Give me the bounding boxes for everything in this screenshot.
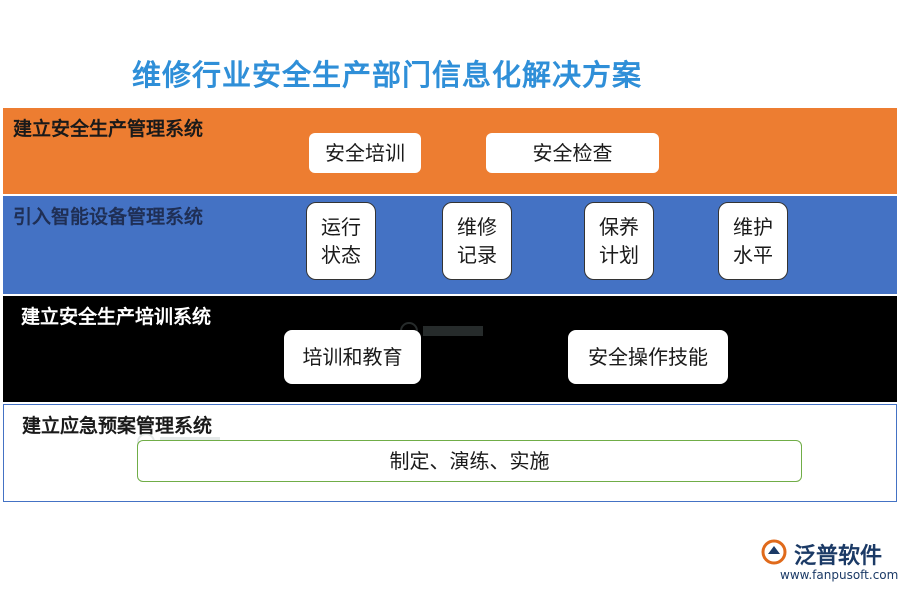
item-line: 维修 bbox=[457, 215, 497, 239]
section-label: 建立安全生产管理系统 bbox=[13, 118, 204, 140]
item-safety-training: 安全培训 bbox=[309, 133, 421, 173]
item-formulate-drill-implement: 制定、演练、实施 bbox=[137, 440, 802, 482]
item-safe-operation-skills: 安全操作技能 bbox=[568, 330, 728, 384]
section-label: 建立安全生产培训系统 bbox=[21, 306, 212, 328]
logo-name: 泛普软件 bbox=[794, 544, 883, 569]
item-maintenance-level: 维护水平 bbox=[718, 202, 788, 280]
item-line: 记录 bbox=[457, 243, 497, 267]
item-maintenance-plan: 保养计划 bbox=[584, 202, 654, 280]
item-training-and-education: 培训和教育 bbox=[284, 330, 421, 384]
item-line: 运行 bbox=[321, 215, 361, 239]
item-line: 计划 bbox=[599, 243, 639, 267]
company-logo: 泛普软件 www.fanpusoft.com bbox=[758, 538, 898, 588]
item-line: 维护 bbox=[733, 215, 773, 239]
section-emergency-plan-management: 建立应急预案管理系统 制定、演练、实施 bbox=[3, 404, 897, 502]
section-smart-equipment-management: 引入智能设备管理系统 运行状态 维修记录 保养计划 维护水平 bbox=[3, 196, 897, 294]
item-running-status: 运行状态 bbox=[306, 202, 376, 280]
section-safety-production-management: 建立安全生产管理系统 安全培训 安全检查 bbox=[3, 108, 897, 194]
section-safety-training-system: 建立安全生产培训系统 培训和教育 安全操作技能 bbox=[3, 296, 897, 402]
item-line: 保养 bbox=[599, 215, 639, 239]
item-repair-records: 维修记录 bbox=[442, 202, 512, 280]
item-line: 状态 bbox=[321, 243, 361, 267]
item-safety-inspection: 安全检查 bbox=[486, 133, 659, 173]
diagram-title: 维修行业安全生产部门信息化解决方案 bbox=[132, 58, 643, 92]
section-label: 引入智能设备管理系统 bbox=[13, 206, 204, 228]
logo-url: www.fanpusoft.com bbox=[780, 568, 899, 582]
section-label: 建立应急预案管理系统 bbox=[22, 415, 213, 437]
item-line: 水平 bbox=[733, 243, 773, 267]
logo-mark-icon bbox=[761, 539, 787, 565]
